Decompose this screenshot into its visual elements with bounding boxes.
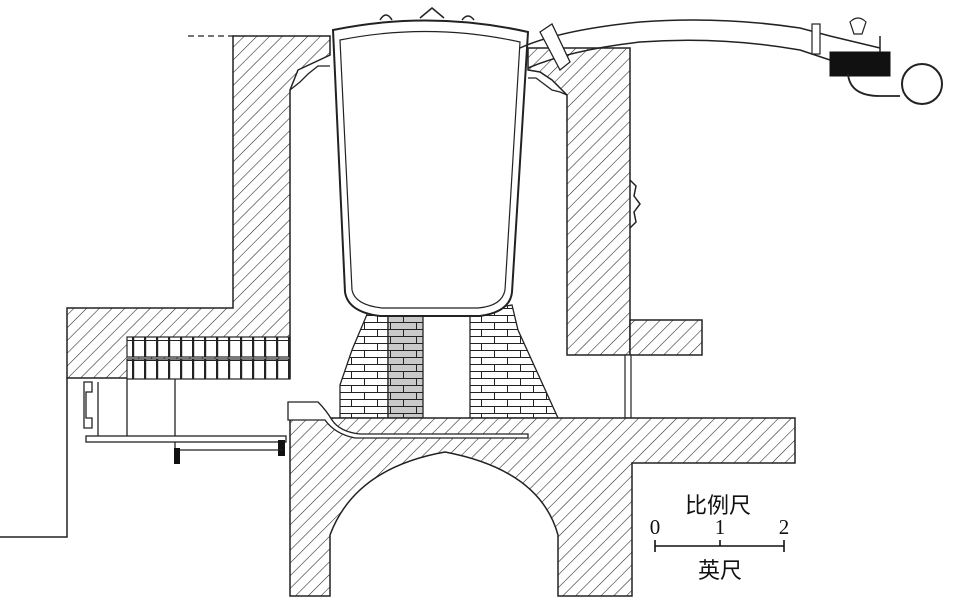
burner-bend: [847, 73, 900, 97]
brick-pedestal-right: [469, 304, 560, 419]
crucible-lid-knobs: [379, 7, 475, 21]
scale-unit: 英尺: [698, 558, 742, 583]
burner-fitting: [811, 23, 821, 55]
right-wall-step-detail: [528, 77, 568, 96]
burner-handle: [849, 17, 867, 35]
pipe-clamp: [539, 23, 571, 71]
side-door-frame: [83, 381, 93, 429]
upper-flue-channel: [126, 336, 291, 358]
lower-flue-channel: [126, 358, 291, 380]
wall-bracket: [629, 179, 641, 229]
brick-pedestal-center: [387, 311, 424, 419]
crucible-pot: [331, 19, 530, 317]
rail-foot-right: [278, 440, 285, 456]
scale-bar: 比例尺 0 1 2 英尺: [650, 493, 790, 583]
side-rail: [85, 435, 287, 443]
scale-tick-label-2: 2: [779, 515, 790, 539]
scale-tick-label-0: 0: [650, 515, 661, 539]
gas-pipe: [519, 19, 881, 49]
right-masonry-wall: [527, 47, 631, 356]
burner-valve-body: [829, 51, 891, 77]
scale-title: 比例尺: [685, 493, 751, 518]
crucible-inner-wall: [339, 30, 521, 309]
scale-tick-label-1: 1: [715, 515, 726, 539]
right-ledge: [629, 319, 703, 356]
support-post: [624, 354, 632, 419]
brick-pedestal-left: [339, 311, 389, 419]
left-base-wall-line: [0, 378, 68, 538]
left-masonry-wall: [66, 35, 331, 379]
furnace-base-with-arch: [289, 417, 796, 597]
left-wall-step-detail: [289, 65, 330, 91]
burner-ring: [901, 63, 943, 105]
rail-foot-left: [174, 448, 180, 464]
grate-bar: [287, 401, 529, 439]
